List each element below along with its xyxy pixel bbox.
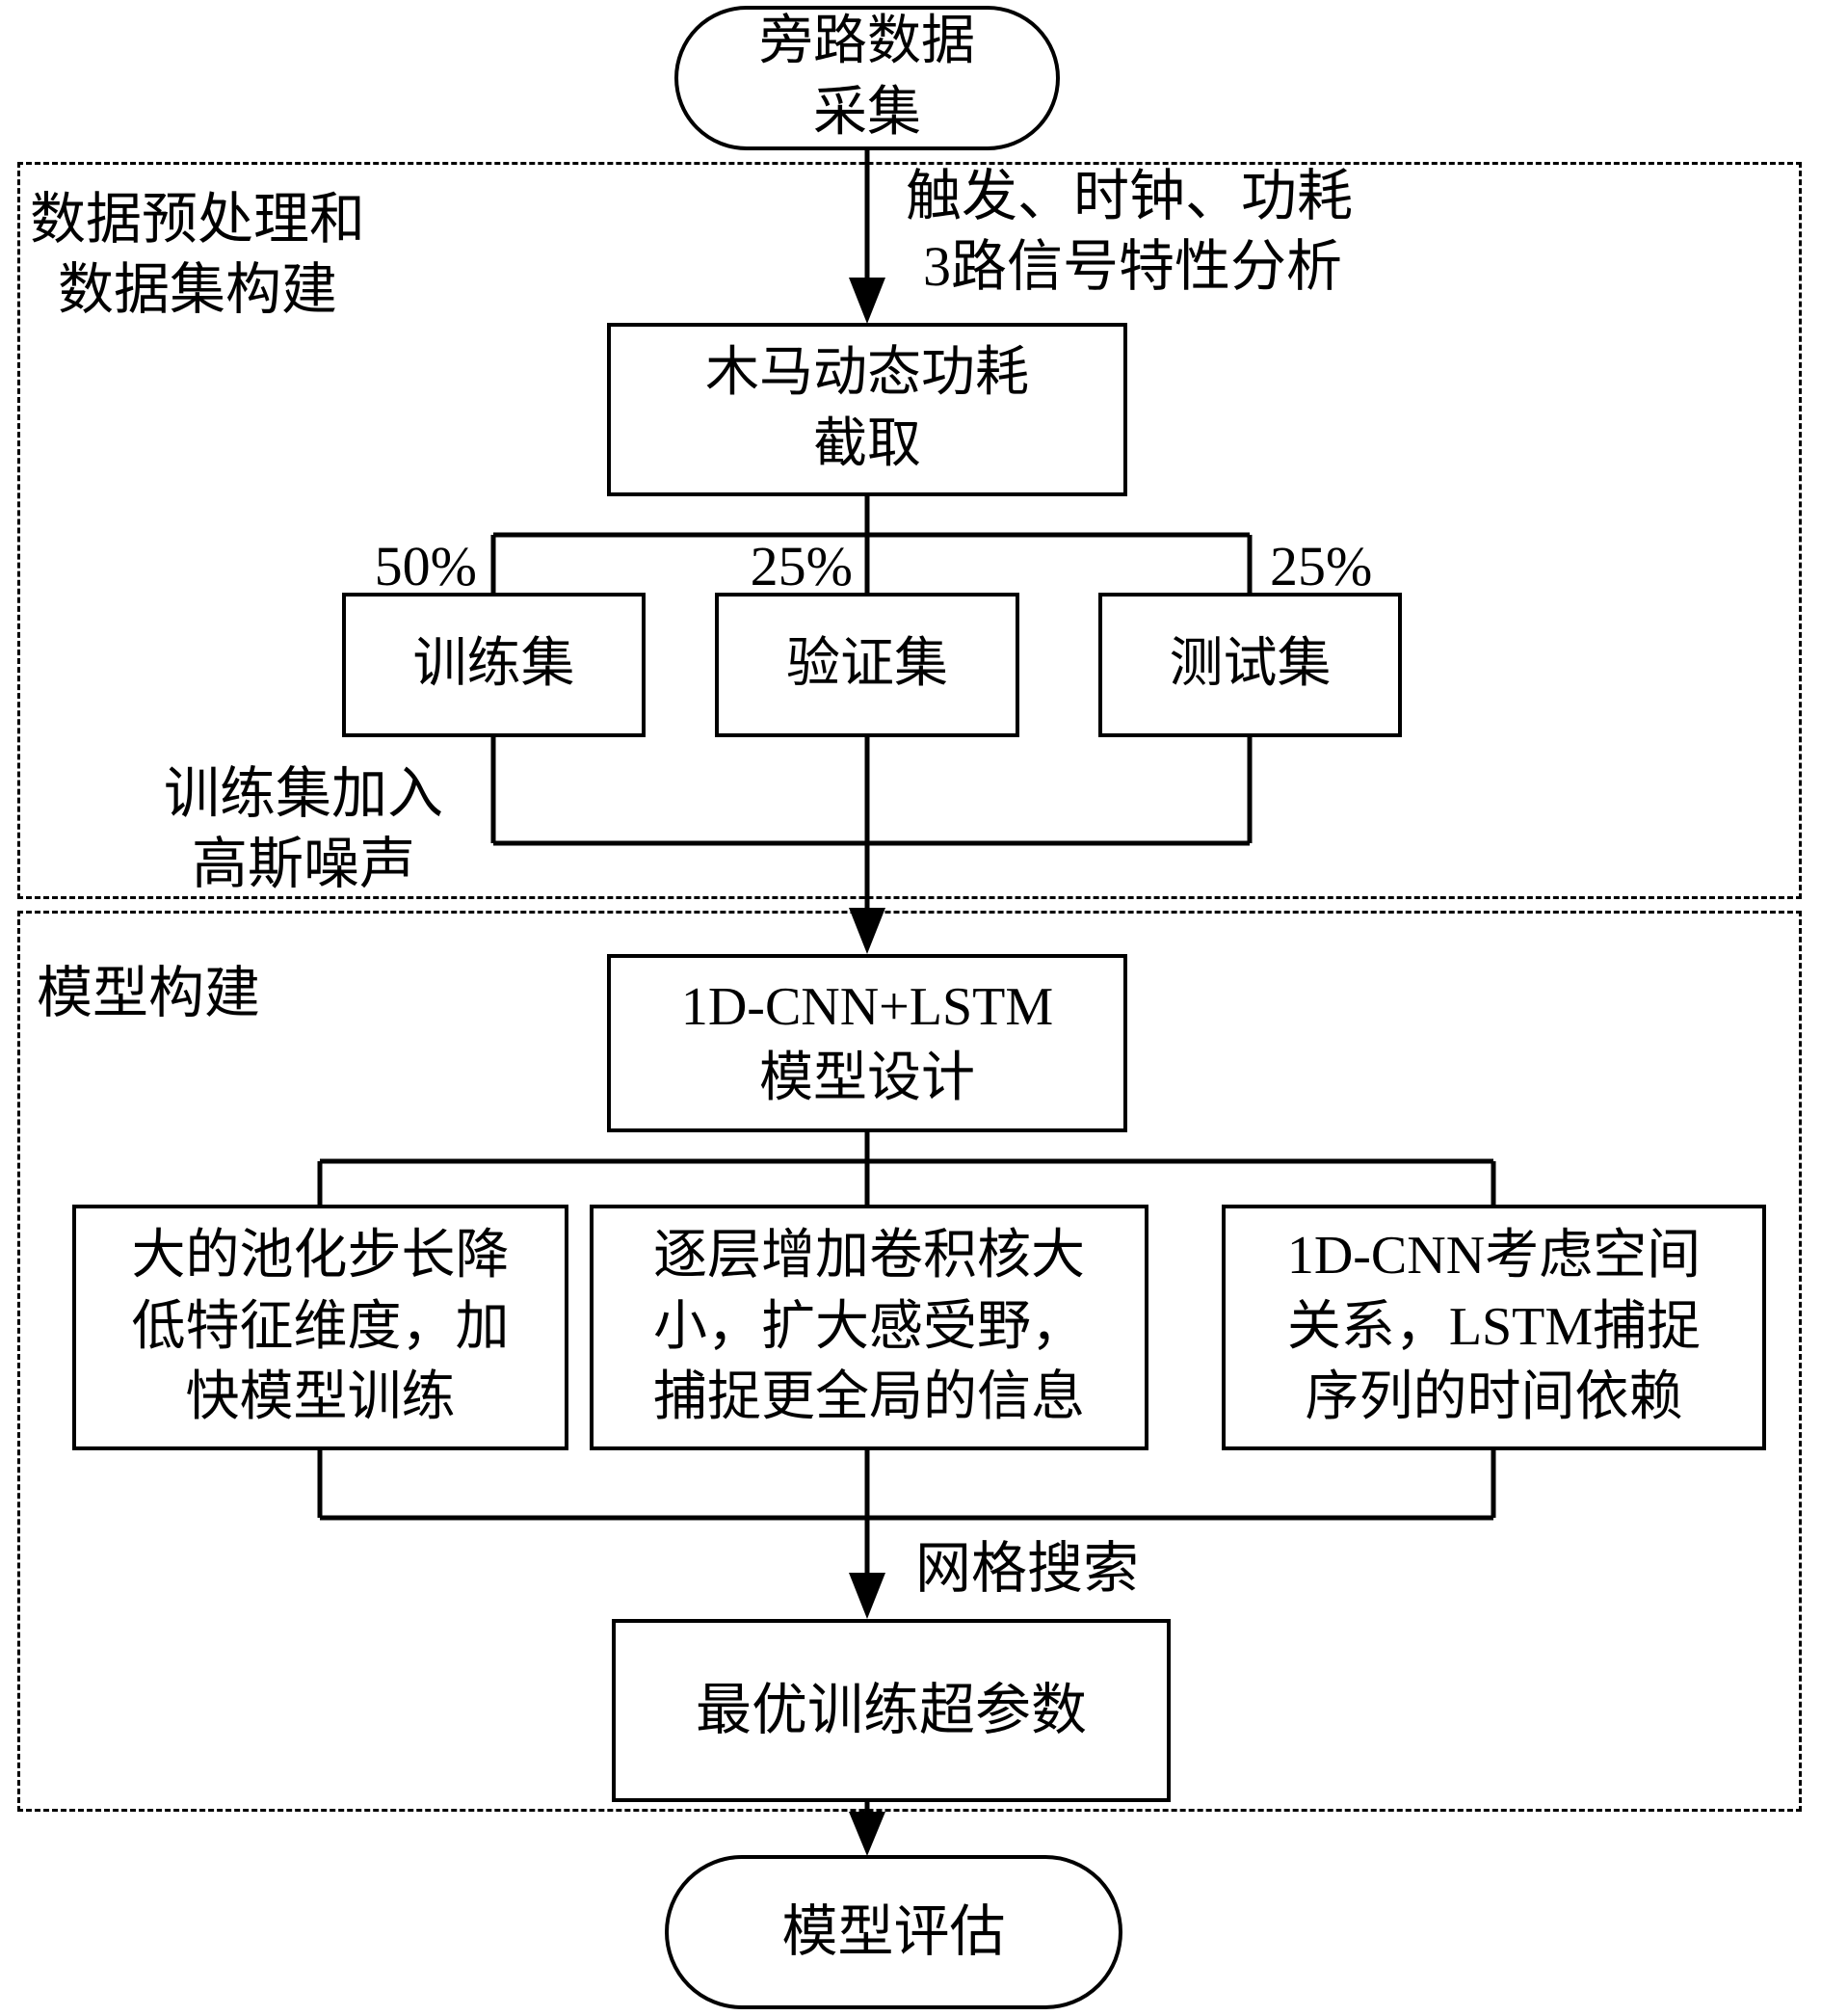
feature-box-pooling-line3: 快模型训练 bbox=[185, 1367, 456, 1428]
connector-merge-features bbox=[317, 1450, 1496, 1521]
feature-box-kernel-line1: 逐层增加卷积核大 bbox=[653, 1225, 1085, 1286]
percent-validation-label: 25% bbox=[750, 535, 853, 597]
region-data-preprocessing bbox=[17, 162, 1802, 899]
gaussian-noise-label: 训练集加入 高斯噪声 bbox=[125, 759, 482, 899]
percent-test-label: 25% bbox=[1270, 535, 1373, 597]
dataset-validation-box: 验证集 bbox=[715, 593, 1019, 737]
model-design-box: 1D-CNN+LSTM 模型设计 bbox=[607, 954, 1127, 1132]
gaussian-noise-line2: 高斯噪声 bbox=[191, 832, 415, 895]
signal-analysis-line1: 触发、时钟、功耗 bbox=[906, 165, 1354, 227]
end-terminator: 模型评估 bbox=[665, 1855, 1122, 2009]
feature-box-cnn-lstm-line2: 关系，LSTM捕捉 bbox=[1286, 1296, 1702, 1357]
feature-box-kernel-line3: 捕捉更全局的信息 bbox=[653, 1367, 1085, 1428]
region-preprocess-line1: 数据预处理和 bbox=[29, 188, 365, 251]
connector-split-datasets bbox=[490, 496, 1253, 593]
gaussian-noise-line1: 训练集加入 bbox=[163, 762, 443, 825]
region-model-construction bbox=[17, 911, 1802, 1812]
signal-analysis-line2: 3路信号特性分析 bbox=[923, 234, 1343, 298]
arrowhead-hyperparams bbox=[849, 1573, 885, 1619]
region-preprocess-line2: 数据集构建 bbox=[57, 257, 337, 321]
start-terminator-line1: 旁路数据 bbox=[759, 12, 975, 72]
model-design-line1: 1D-CNN+LSTM bbox=[680, 976, 1054, 1037]
feature-box-cnn-lstm-line1: 1D-CNN考虑空间 bbox=[1286, 1225, 1702, 1286]
feature-box-kernel: 逐层增加卷积核大 小，扩大感受野， 捕捉更全局的信息 bbox=[590, 1205, 1148, 1450]
region-preprocess-label: 数据预处理和 数据集构建 bbox=[29, 185, 366, 325]
dataset-train-box: 训练集 bbox=[342, 593, 646, 737]
percent-train-label: 50% bbox=[374, 535, 477, 597]
feature-box-pooling-line1: 大的池化步长降 bbox=[131, 1225, 510, 1286]
start-terminator-line2: 采集 bbox=[813, 83, 921, 143]
feature-box-pooling-line2: 低特征维度，加 bbox=[131, 1296, 510, 1357]
model-design-line2: 模型设计 bbox=[759, 1048, 975, 1108]
hyperparameter-label: 最优训练超参数 bbox=[695, 1678, 1087, 1741]
dataset-train-label: 训练集 bbox=[412, 634, 575, 695]
capture-box-line1: 木马动态功耗 bbox=[705, 343, 1029, 404]
feature-box-pooling: 大的池化步长降 低特征维度，加 快模型训练 bbox=[72, 1205, 568, 1450]
hyperparameter-box: 最优训练超参数 bbox=[612, 1619, 1171, 1802]
capture-box: 木马动态功耗 截取 bbox=[607, 323, 1127, 496]
connector-split-features bbox=[317, 1132, 1496, 1205]
dataset-test-box: 测试集 bbox=[1098, 593, 1402, 737]
capture-box-line2: 截取 bbox=[813, 414, 921, 474]
grid-search-label: 网格搜索 bbox=[915, 1537, 1140, 1600]
region-model-label: 模型构建 bbox=[37, 962, 261, 1024]
dataset-test-label: 测试集 bbox=[1169, 634, 1332, 695]
signal-analysis-label: 触发、时钟、功耗 3路信号特性分析 bbox=[906, 162, 1353, 302]
dataset-validation-label: 验证集 bbox=[786, 634, 948, 695]
end-terminator-label: 模型评估 bbox=[781, 1899, 1006, 1963]
feature-box-cnn-lstm-line3: 序列的时间依赖 bbox=[1305, 1367, 1683, 1428]
arrowhead-end bbox=[849, 1812, 885, 1856]
connector-merge-datasets bbox=[490, 737, 1253, 846]
arrowhead-capture bbox=[849, 278, 885, 324]
arrowhead-model-design bbox=[849, 908, 885, 954]
feature-box-cnn-lstm: 1D-CNN考虑空间 关系，LSTM捕捉 序列的时间依赖 bbox=[1222, 1205, 1766, 1450]
start-terminator: 旁路数据 采集 bbox=[674, 6, 1060, 150]
feature-box-kernel-line2: 小，扩大感受野， bbox=[653, 1296, 1085, 1357]
